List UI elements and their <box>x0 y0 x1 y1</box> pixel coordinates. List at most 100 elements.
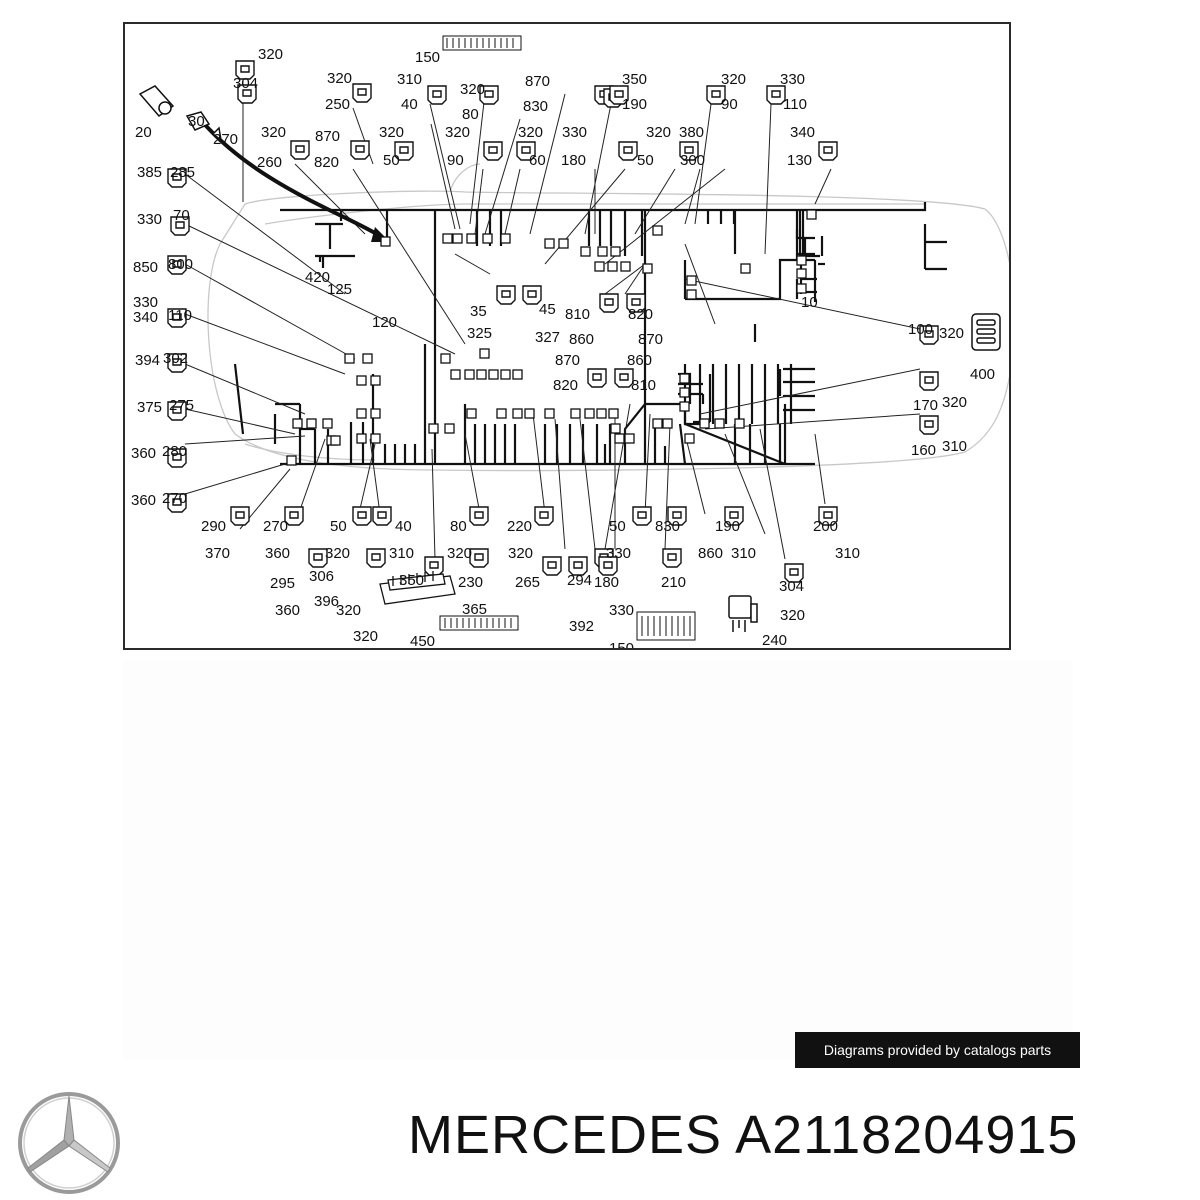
part-label: 150 <box>609 640 634 648</box>
harness-connector <box>570 408 581 419</box>
connector-symbol <box>632 506 652 526</box>
part-label: 870 <box>315 128 340 145</box>
part-label: 320 <box>939 325 964 342</box>
part-label: 310 <box>835 545 860 562</box>
part-label: 820 <box>553 377 578 394</box>
part-label: 320 <box>646 124 671 141</box>
connector-symbol <box>534 506 554 526</box>
part-label: 304 <box>233 75 258 92</box>
connector-symbol <box>394 141 414 161</box>
connector-symbol <box>784 563 804 583</box>
brand-name: MERCEDES <box>408 1105 723 1165</box>
harness-connector <box>734 418 745 429</box>
harness-connector <box>292 418 303 429</box>
part-label: 400 <box>970 366 995 383</box>
connector-symbol <box>366 548 386 568</box>
part-label: 394 <box>135 352 160 369</box>
connector-symbol <box>516 141 536 161</box>
harness-connector <box>476 369 487 380</box>
part-label: 370 <box>205 545 230 562</box>
part-label: 200 <box>813 518 838 535</box>
part-label: 120 <box>372 314 397 331</box>
part-label: 360 <box>131 445 156 462</box>
connector-symbol <box>724 506 744 526</box>
part-label: 70 <box>173 207 190 224</box>
connector-symbol <box>568 556 588 576</box>
harness-connector <box>558 238 569 249</box>
part-label: 35 <box>470 303 487 320</box>
part-label: 270 <box>162 490 187 507</box>
part-label: 320 <box>460 81 485 98</box>
part-label: 360 <box>275 602 300 619</box>
part-number-labels: 3203041503202503104032080870830350190320… <box>131 46 995 648</box>
part-label: 327 <box>535 329 560 346</box>
part-label: 350 <box>622 71 647 88</box>
harness-connector <box>428 423 439 434</box>
connector-symbol <box>237 84 257 104</box>
harness-connector <box>512 369 523 380</box>
part-label: 310 <box>389 545 414 562</box>
part-label: 860 <box>698 545 723 562</box>
part-label: 360 <box>265 545 290 562</box>
connector-symbol <box>308 548 328 568</box>
harness-connector <box>662 418 673 429</box>
connector-symbol <box>618 141 638 161</box>
part-label: 385 <box>137 164 162 181</box>
part-label: 340 <box>133 309 158 326</box>
harness-connector <box>796 268 807 279</box>
connector-symbol <box>167 448 187 468</box>
part-number: A2118204915 <box>735 1105 1079 1165</box>
harness-connector <box>370 408 381 419</box>
harness-connector <box>796 283 807 294</box>
part-label: 320 <box>353 628 378 645</box>
part-label: 40 <box>401 96 418 113</box>
part-label: 125 <box>327 281 352 298</box>
connector-symbol <box>167 353 187 373</box>
part-label: 150 <box>415 49 440 66</box>
wiring-harness-drawing: 3203041503202503104032080870830350190320… <box>131 35 1009 648</box>
harness-connector <box>500 233 511 244</box>
fuse-box-150-bottom <box>439 615 519 631</box>
part-label: 90 <box>447 152 464 169</box>
part-label: 380 <box>679 124 704 141</box>
part-label: 870 <box>555 352 580 369</box>
empty-area <box>123 660 1073 1060</box>
part-label: 285 <box>170 164 195 181</box>
part-label: 800 <box>168 256 193 273</box>
part-label: 100 <box>908 321 933 338</box>
connector-symbol <box>352 506 372 526</box>
part-label: 375 <box>137 399 162 416</box>
part-label: 320 <box>261 124 286 141</box>
part-label: 295 <box>270 575 295 592</box>
plug-400 <box>971 313 1001 351</box>
harness-connector <box>596 408 607 419</box>
part-label: 810 <box>631 377 656 394</box>
part-label: 110 <box>783 96 807 113</box>
part-label: 45 <box>539 301 556 318</box>
connector-symbol <box>167 168 187 188</box>
part-label: 50 <box>609 518 626 535</box>
part-label: 20 <box>135 124 152 141</box>
harness-connector <box>679 387 690 398</box>
part-label: 320 <box>325 545 350 562</box>
part-label: 320 <box>445 124 470 141</box>
part-label: 350 <box>399 572 424 589</box>
part-label: 870 <box>638 331 663 348</box>
relay-410 <box>728 595 758 632</box>
part-label: 170 <box>913 397 938 414</box>
mercedes-star-icon <box>18 1092 120 1194</box>
connector-symbol <box>284 506 304 526</box>
harness-connector <box>370 375 381 386</box>
part-label: 190 <box>622 96 647 113</box>
connector-symbol <box>542 556 562 576</box>
harness-connector <box>607 261 618 272</box>
part-label: 80 <box>450 518 467 535</box>
harness-connector <box>286 455 297 466</box>
harness-connector <box>356 375 367 386</box>
harness-connector <box>464 369 475 380</box>
part-label: 860 <box>569 331 594 348</box>
connector-symbol <box>469 506 489 526</box>
harness-connector <box>686 289 697 300</box>
part-label: 330 <box>606 545 631 562</box>
part-label: 320 <box>336 602 361 619</box>
